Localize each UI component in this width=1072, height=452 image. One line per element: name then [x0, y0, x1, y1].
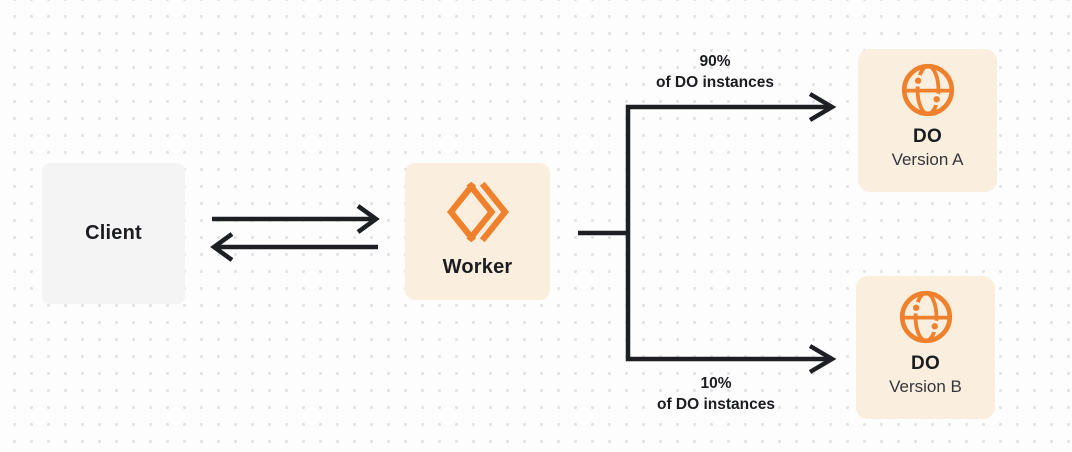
branch-bottom-arrowhead — [808, 344, 837, 374]
branch-top-percent: 90% — [699, 53, 731, 70]
do-b-subtitle: Version B — [889, 377, 962, 396]
worker-label: Worker — [442, 256, 513, 278]
do-b-title: DO — [910, 353, 941, 374]
response-arrow — [210, 232, 378, 262]
do-version-b-node: DO Version B — [856, 276, 995, 419]
durable-object-globe-icon — [901, 63, 954, 117]
do-a-subtitle: Version A — [891, 150, 964, 169]
branch-bottom-label: 10% of DO instances — [606, 374, 826, 415]
request-arrow — [212, 204, 380, 234]
worker-node: Worker — [405, 163, 550, 300]
durable-object-globe-icon — [899, 290, 952, 344]
branch-bottom-caption: of DO instances — [657, 395, 775, 413]
branch-top-caption: of DO instances — [656, 73, 774, 91]
cloudflare-workers-icon — [446, 181, 509, 243]
branch-connector — [578, 92, 837, 374]
client-label: Client — [85, 222, 142, 244]
do-a-title: DO — [912, 126, 943, 147]
client-node: Client — [42, 163, 185, 304]
branch-top-label: 90% of DO instances — [605, 52, 825, 93]
do-version-a-node: DO Version A — [858, 49, 997, 192]
branch-top-arrowhead — [808, 92, 837, 122]
branch-bottom-percent: 10% — [700, 375, 732, 392]
